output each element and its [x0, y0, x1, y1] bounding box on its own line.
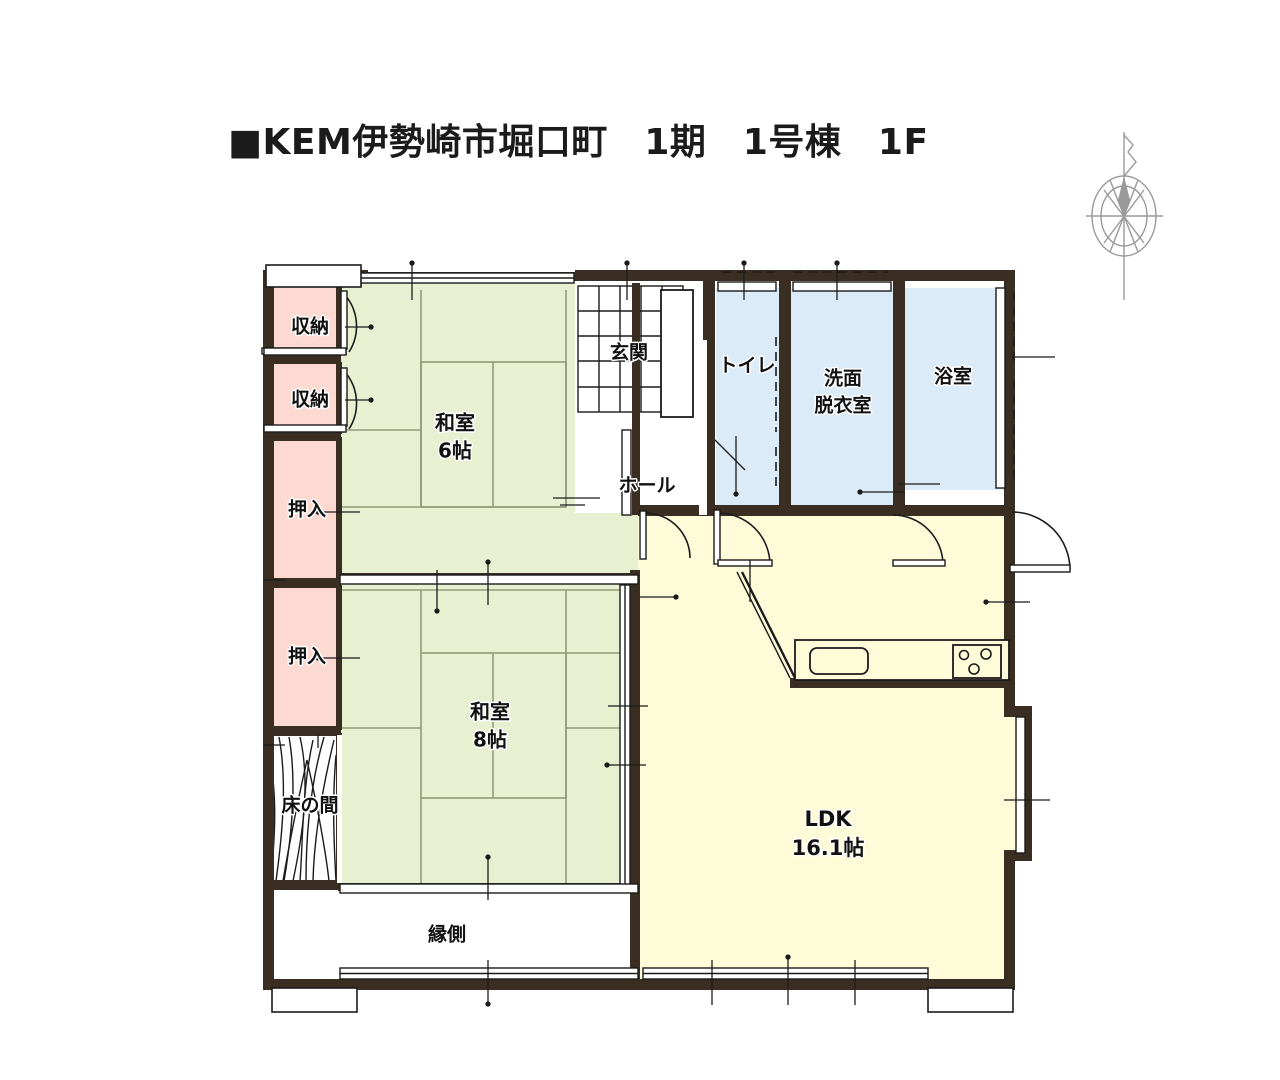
eave-dashed-lines: [722, 271, 1015, 490]
door-leaves: [263, 290, 1071, 573]
fill-yokushitsu: [905, 288, 1007, 490]
room-label-ldk: LDK: [804, 807, 852, 831]
porch-bottom-left: [271, 987, 358, 1013]
door-hall-ldk: [644, 512, 691, 559]
room-label-closet-upper-1: 収納: [291, 315, 329, 338]
window-washitsu8-bottom: [339, 883, 639, 894]
porch-top-left: [265, 264, 362, 288]
room-labels: 収納 収納 押入 押入 床の間 和室 6帖 和室 8帖 縁側 玄関 ホール トイ…: [280, 313, 974, 947]
room-label-closet-upper-2: 収納: [291, 388, 329, 411]
room-label-washitsu-6: 和室: [435, 411, 475, 435]
window-bath-right: [995, 287, 1006, 489]
room-area-washitsu-6: 6帖: [438, 439, 472, 463]
room-label-engawa: 縁側: [428, 923, 466, 946]
fill-closet-upper-2: [271, 364, 340, 432]
fill-toilet: [716, 288, 780, 513]
compass-rose-icon: [1086, 132, 1163, 300]
kitchen-counter: [736, 571, 1010, 681]
fill-ldk: [638, 505, 1028, 990]
room-label-senmen-2: 脱衣室: [814, 394, 871, 417]
tokonoma-wood-grain: [269, 736, 337, 882]
door-bath: [892, 514, 944, 566]
door-toilet: [717, 512, 771, 566]
room-label-oshiire-1: 押入: [288, 498, 326, 521]
door-closet-1: [344, 294, 358, 353]
window-ldk-bay: [1015, 716, 1026, 854]
fill-oshiire-1: [271, 440, 340, 578]
room-label-genkan: 玄関: [610, 341, 648, 364]
exterior-steps: [265, 264, 1014, 1013]
windows: [337, 272, 1026, 980]
fill-oshiire-2: [271, 588, 340, 726]
room-area-washitsu-8: 8帖: [473, 728, 507, 752]
room-label-oshiire-2: 押入: [288, 645, 326, 668]
room-label-yokushitsu: 浴室: [934, 365, 972, 388]
kitchen-sink: [809, 647, 869, 675]
window-washitsu-mid: [339, 574, 639, 585]
window-toilet-top: [717, 281, 777, 292]
walls: [263, 270, 1032, 990]
window-senmen-top: [792, 281, 892, 292]
fill-closet-upper-1: [271, 285, 340, 355]
room-area-ldk: 16.1帖: [792, 836, 865, 860]
room-label-hall: ホール: [618, 475, 675, 497]
porch-bottom-right: [927, 987, 1014, 1013]
fill-washitsu-8: [338, 583, 638, 893]
room-label-senmen: 洗面: [824, 367, 862, 390]
room-label-toilet: トイレ: [718, 355, 775, 377]
tatami-mat-lines: [338, 290, 638, 888]
page-title: ■KEM伊勢崎市堀口町 1期 1号棟 1F: [228, 122, 929, 163]
dimension-markers: [263, 260, 1055, 1007]
window-tokonoma-right: [337, 735, 342, 883]
door-ldk-exterior: [1011, 511, 1071, 571]
genkan-tile-grid: [577, 285, 694, 418]
room-label-washitsu-8: 和室: [470, 700, 510, 724]
fill-senmen: [790, 288, 895, 513]
window-washitsu6-right: [621, 429, 632, 516]
room-label-tokonoma: 床の間: [281, 794, 338, 817]
